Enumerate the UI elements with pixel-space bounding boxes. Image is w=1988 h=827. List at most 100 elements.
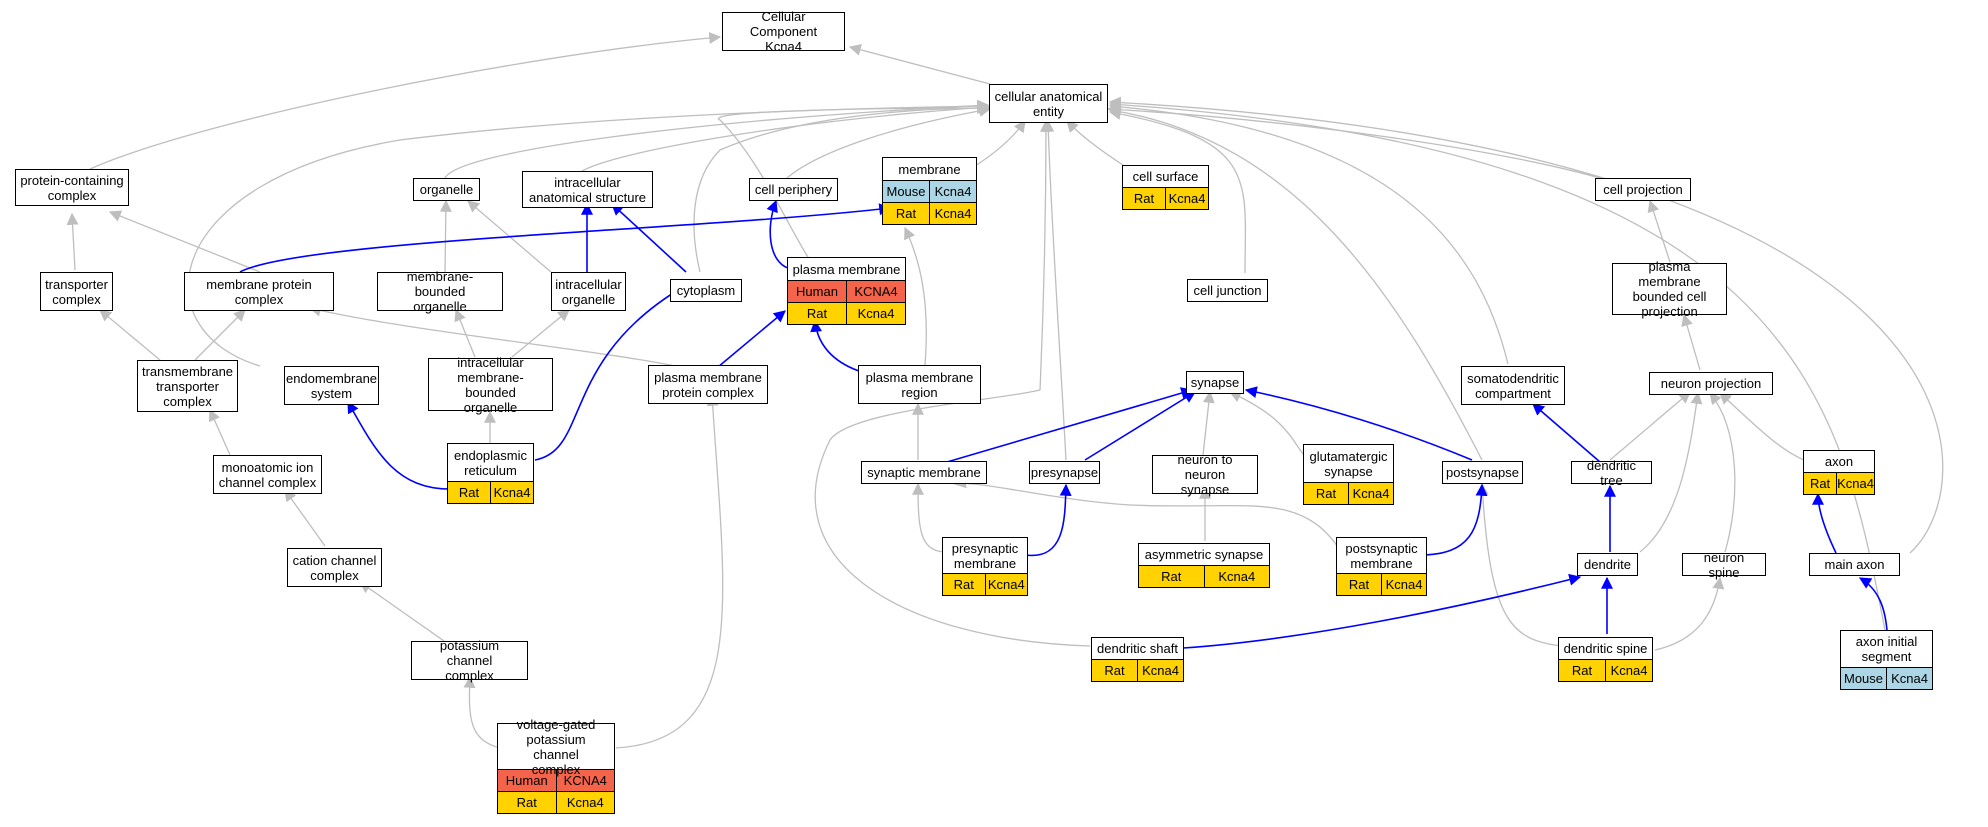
edge-cj-cae — [1108, 108, 1247, 274]
node-syn[interactable]: synapse — [1186, 371, 1244, 394]
node-label: intracellular anatomical structure — [528, 174, 647, 205]
node-org[interactable]: organelle — [413, 178, 480, 201]
node-maicc[interactable]: monoatomic ion channel complex — [213, 455, 322, 494]
edge-pmpc-pm — [717, 310, 786, 368]
edge-ccc-maicc — [284, 489, 326, 547]
node-label: plasma membrane bounded cell projection — [1632, 259, 1707, 319]
node-pcc[interactable]: protein-containing complex — [15, 169, 129, 206]
node-ttc[interactable]: transmembrane transporter complex — [137, 360, 238, 412]
node-label: postsynapse — [1446, 465, 1519, 480]
node-pmpc[interactable]: plasma membrane protein complex — [648, 365, 768, 404]
edge-gs-syn — [1228, 391, 1309, 461]
node-label: protein-containing complex — [20, 172, 124, 203]
node-cae[interactable]: cellular anatomical entity — [989, 84, 1108, 123]
gene-label: Kcna4 — [1381, 574, 1426, 595]
node-label: postsynaptic membrane — [1345, 540, 1418, 571]
edge-dt-np — [1609, 391, 1691, 461]
node-presyn[interactable]: presynapse — [1029, 461, 1100, 484]
node-label: Cellular Component Kcna4 — [749, 9, 818, 54]
species-label: Rat — [1133, 191, 1155, 206]
node-np[interactable]: neuron projection — [1649, 372, 1773, 395]
node-sdc[interactable]: somatodendritic compartment — [1461, 366, 1565, 405]
node-mpc[interactable]: membrane protein complex — [184, 272, 334, 311]
species-label: Rat — [1809, 476, 1831, 491]
node-label: cell junction — [1193, 283, 1262, 298]
edge-axon-np — [1719, 392, 1807, 462]
edge-dshaft-dend — [1182, 573, 1582, 649]
node-label: cell surface — [1132, 169, 1199, 184]
species-label: Rat — [458, 485, 480, 500]
edge-postsm-postsyn — [1419, 483, 1488, 556]
node-es[interactable]: endomembrane system — [284, 366, 379, 405]
node-label: plasma membrane region — [865, 369, 974, 400]
edge-org-cae — [444, 99, 990, 179]
node-tc[interactable]: transporter complex — [40, 272, 113, 311]
node-ccc[interactable]: cation channel complex — [287, 548, 382, 587]
node-label: presynapse — [1030, 465, 1099, 480]
node-ias[interactable]: intracellular anatomical structure — [522, 171, 653, 208]
node-label: dendritic spine — [1563, 641, 1648, 656]
node-label: organelle — [419, 182, 474, 197]
species-label: Rat — [1315, 486, 1337, 501]
edge-pmr-mem — [904, 226, 927, 366]
edge-postsyn-syn — [1244, 386, 1473, 461]
node-label: synapse — [1190, 375, 1240, 390]
node-vgkcc[interactable]: voltage-gated potassium channel complexH… — [497, 717, 615, 814]
edge-maicc-ttc — [208, 408, 231, 456]
node-pmr[interactable]: plasma membrane region — [858, 365, 981, 404]
edge-maxon-axon — [1812, 492, 1837, 554]
node-cyto[interactable]: cytoplasm — [670, 279, 742, 302]
edge-cyto-ias — [693, 102, 992, 273]
species-label: Mouse — [886, 184, 926, 199]
node-nspine[interactable]: neuron spine — [1682, 550, 1766, 580]
node-cj[interactable]: cell junction — [1187, 279, 1268, 302]
node-postsyn[interactable]: postsynapse — [1442, 461, 1523, 484]
node-imbo[interactable]: intracellular membrane-bounded organelle — [428, 355, 553, 415]
edge-np-pmbcp — [1681, 313, 1701, 371]
edge-ttc-tc — [99, 309, 161, 361]
edge-dend-np — [1639, 391, 1703, 553]
edge-csurf-cae — [1066, 120, 1124, 166]
edge-presm-sm — [912, 482, 945, 553]
node-mbo[interactable]: membrane-bounded organelle — [377, 269, 503, 314]
node-maxon[interactable]: main axon — [1809, 553, 1900, 576]
node-n2n[interactable]: neuron to neuron synapse — [1152, 452, 1258, 497]
node-label: cytoplasm — [676, 283, 736, 298]
node-cper[interactable]: cell periphery — [749, 178, 838, 201]
node-dend[interactable]: dendrite — [1577, 553, 1638, 576]
edge-pcc-cc — [89, 31, 722, 170]
node-cc[interactable]: Cellular Component Kcna4 — [722, 9, 845, 54]
node-sm[interactable]: synaptic membrane — [861, 461, 987, 484]
node-dt[interactable]: dendritic tree — [1571, 457, 1652, 488]
node-label: axon — [1824, 454, 1854, 469]
node-pmbcp[interactable]: plasma membrane bounded cell projection — [1612, 259, 1727, 319]
node-cproj[interactable]: cell projection — [1595, 178, 1691, 201]
node-kcc[interactable]: potassium channel complex — [411, 638, 528, 683]
node-io[interactable]: intracellular organelle — [551, 272, 626, 311]
species-label: Rat — [895, 206, 917, 221]
gray-edges — [66, 31, 1944, 749]
node-label: cellular anatomical entity — [994, 88, 1103, 119]
species-label: Rat — [1161, 569, 1182, 584]
gene-label: Kcna4 — [984, 574, 1028, 595]
node-label: dendritic tree — [1586, 457, 1637, 488]
